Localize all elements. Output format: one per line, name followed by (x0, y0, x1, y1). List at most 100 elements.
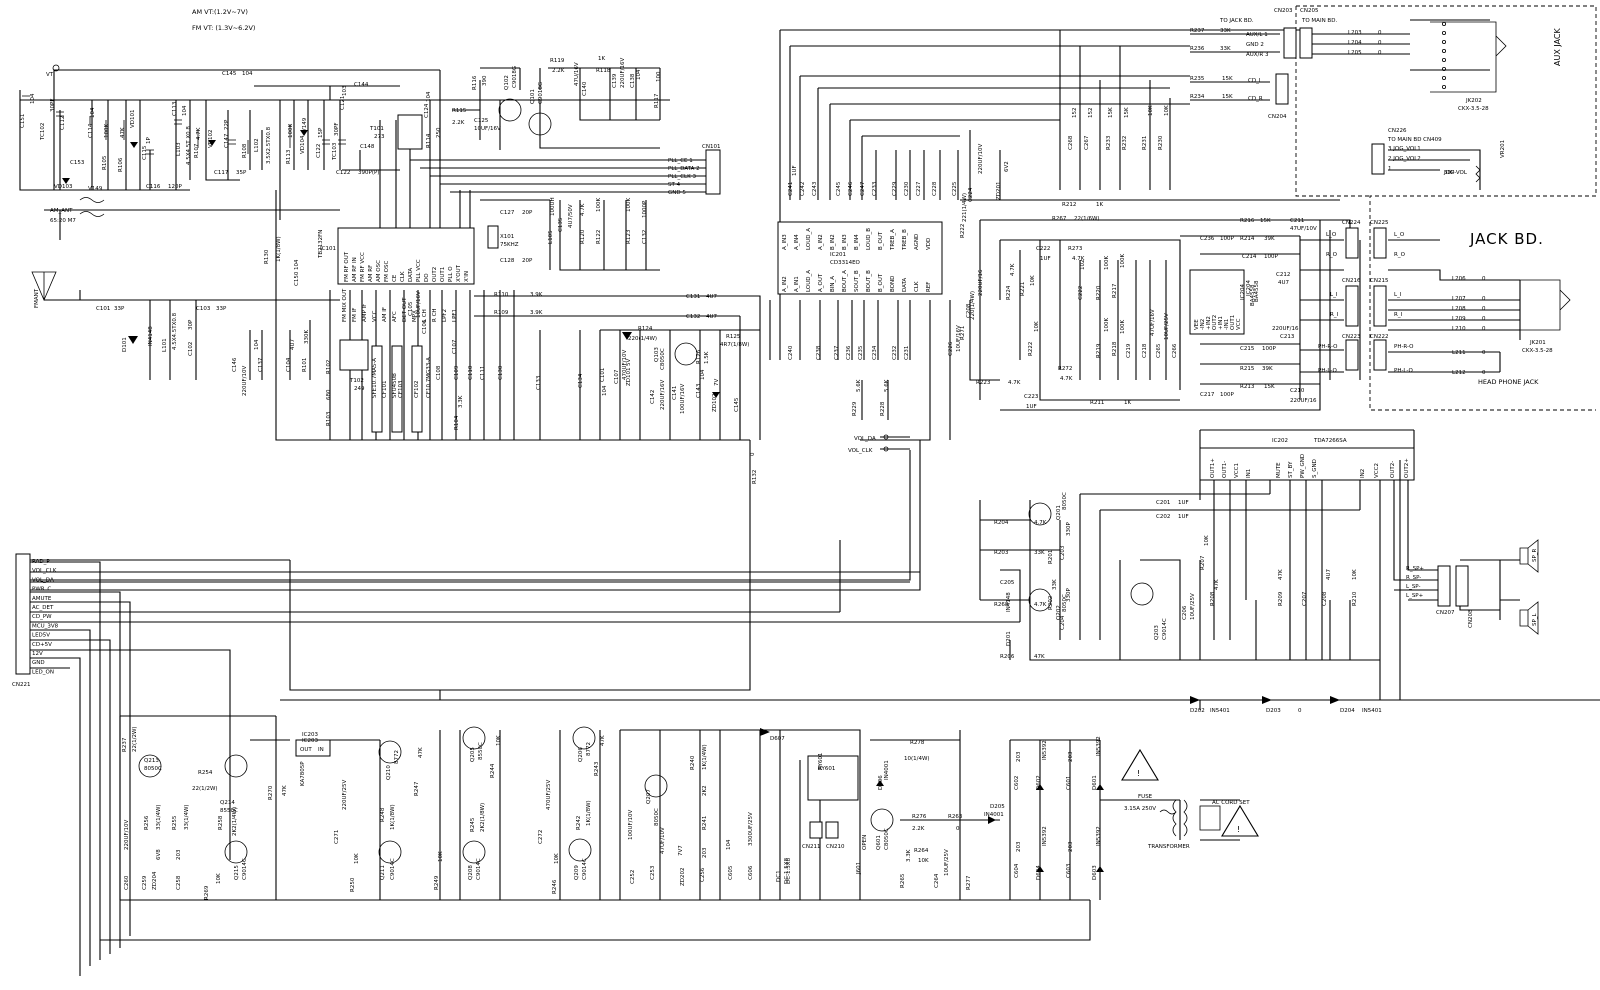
component-label: IC204 (1240, 284, 1246, 300)
cn221-pin-label: CD_PW (32, 614, 52, 620)
component-label: 102 (1080, 260, 1086, 271)
component-label: 0 (1482, 296, 1486, 302)
component-label: 33K (1220, 46, 1231, 52)
component-label: 47K (120, 127, 126, 138)
component-label: 4.7K (196, 127, 202, 140)
jk202-aux-jack[interactable]: JK202 CKX-3.5-28 AUX JACK (1430, 21, 1562, 112)
component-label: R269 (204, 885, 210, 900)
component-label: L105 (548, 230, 554, 244)
component-label: 10K (354, 853, 360, 864)
component-label: C148 (360, 144, 375, 150)
ic201-pin-label: B_IN4 (854, 234, 860, 250)
component-label: 1UF (792, 165, 798, 176)
component-label: R120 (580, 229, 586, 244)
ic101-pin-label: AMP IF (362, 304, 368, 322)
component-label: VD103 (54, 184, 73, 190)
ic204-pin-label: -IN1 (1224, 319, 1230, 330)
ic201-pin-label: DATA (902, 278, 908, 292)
component-label: 10K (216, 873, 222, 884)
component-label: SFE10.7MA5-A (372, 358, 378, 398)
cn208-connector[interactable]: CN208 CN207 R_SP+R_SP-L_SP-L_SP+ (1406, 565, 1474, 628)
component-label: 8550C (478, 742, 484, 760)
component-label: R235 (1190, 76, 1205, 82)
cn207-ref: CN207 (1436, 610, 1455, 616)
component-label: 680 (326, 389, 332, 400)
component-label: 10K (554, 853, 560, 864)
component-label: IN4001 (884, 760, 890, 780)
ic204-pin-label: OUT2 (1212, 315, 1218, 330)
component-label: C246 (848, 181, 854, 196)
ic101-pin-label: PLL O (448, 266, 454, 282)
component-label: C211 (1290, 218, 1304, 224)
component-label: R223 (976, 380, 991, 386)
jk202-pin (1442, 30, 1447, 35)
cn204-connector[interactable]: CN204 CD_L CD_R (1248, 73, 1289, 120)
component-label: 104 (90, 107, 96, 118)
component-label: R244 (490, 763, 496, 778)
component-label: C132 (686, 314, 700, 320)
cn215-connector[interactable]: CN215 L_I R_I (1370, 278, 1403, 327)
component-label: R203 (994, 550, 1009, 556)
cn205-connector[interactable]: CN205 TO MAIN BD. (1299, 8, 1337, 59)
cn221-wiring (30, 540, 1201, 976)
cn221-pin-label: GND (32, 660, 45, 666)
component-label: C223 (1024, 394, 1039, 400)
component-label: 30PF (334, 123, 340, 136)
component-label: J601 (856, 862, 862, 875)
component-label: 100K (288, 124, 294, 138)
component-label: 100K (1104, 256, 1110, 270)
aux-cd-wiring (1059, 19, 1490, 190)
ic201-pin-label: B_IN3 (842, 234, 848, 250)
ic101-pin-label: PLL VCC (416, 259, 422, 282)
component-label: ZD102 (712, 393, 718, 412)
component-label: 6V2 (1004, 161, 1010, 172)
ic201-pin-label: A_IN2 (818, 234, 824, 250)
component-label: 1P (146, 137, 152, 144)
component-label: C112 (60, 116, 66, 130)
component-label: 330P (1066, 588, 1072, 602)
component-label: R231 (1142, 136, 1148, 150)
cn225-connector[interactable]: CN225 L_O R_O (1370, 220, 1406, 259)
cn223-connector[interactable]: CN223 PH-R-O PH-L-O (1318, 334, 1361, 374)
cn222-connector[interactable]: CN222 PH-R-O PH-L-O (1370, 334, 1414, 374)
component-label: L101 (162, 338, 168, 352)
cn216-connector[interactable]: CN216 L_I R_I (1330, 278, 1361, 327)
cn221-pin-label: AMUTE (32, 596, 52, 602)
component-label: C240 (788, 345, 794, 360)
component-label: 8772 (586, 742, 592, 756)
component-label: R115 (452, 108, 467, 114)
cn223-pin-pr: PH-R-O (1318, 344, 1338, 350)
cn226-pin-label: 3 JOG_VOL1 (1388, 146, 1421, 152)
jack-board: JACK BD. HEAD PHONE JACK JK201 CKX-3.5-2… (1388, 230, 1571, 386)
ic201-pin-label: CLK (914, 281, 920, 292)
ic101-ref: IC101 (320, 246, 336, 252)
component-label: L207 (1452, 296, 1466, 302)
cn221-pin-label: PWR_C (32, 587, 51, 593)
cn226-pin-label: 2 JOG_VOL2 (1388, 156, 1421, 162)
component-label: D607 (770, 736, 785, 742)
component-label: 4U7 (1326, 568, 1332, 580)
am-coil-label: 65:20 M7 (50, 218, 76, 224)
component-label: 104 (700, 369, 706, 380)
component-label: C127 (500, 210, 515, 216)
jk202-pin (1442, 58, 1447, 63)
component-label: 20P (522, 210, 533, 216)
cn226-header: TO MAIN BD CN409 (1387, 137, 1442, 143)
component-label: Q203 (1154, 625, 1160, 640)
jog-vol-label: 30P (1444, 170, 1455, 176)
ic101-pin-label: L CH (422, 309, 428, 322)
cn224-connector[interactable]: CN224 L_O R_O (1326, 220, 1361, 259)
component-label: 4.7K (1010, 263, 1016, 276)
component-label: IN4148 (148, 326, 154, 346)
component-label: R242 (576, 816, 582, 830)
ic204-pin-label: OUT1 (1230, 315, 1236, 330)
component-label: C107 (614, 369, 620, 384)
component-label: R217 (1112, 283, 1118, 298)
cn221-pin-label: VOL_CLK (32, 568, 57, 574)
component-label: 220UF/16V (620, 57, 626, 88)
component-label: C101 (600, 368, 606, 382)
